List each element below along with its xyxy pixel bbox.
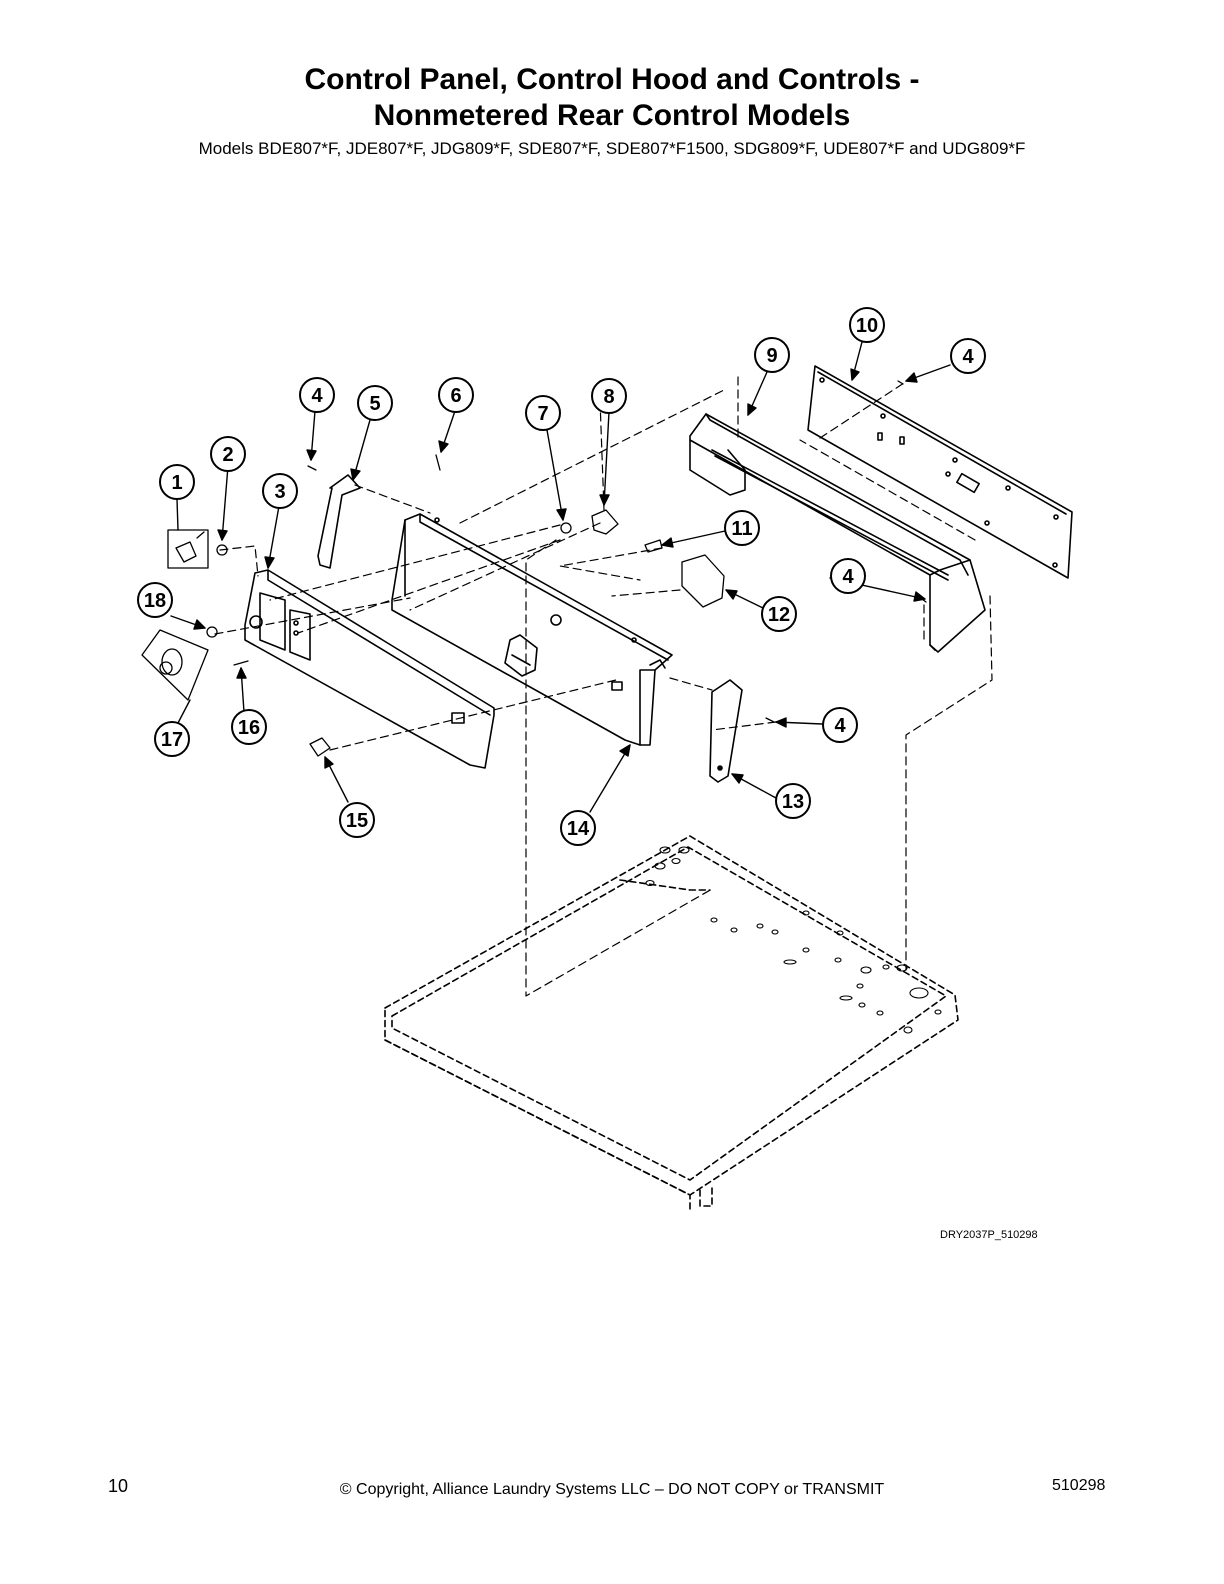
svg-text:15: 15 [346, 810, 368, 832]
svg-text:16: 16 [238, 717, 260, 739]
callout-leaders [170, 341, 951, 813]
svg-text:7: 7 [537, 403, 548, 425]
svg-text:17: 17 [161, 729, 183, 751]
part-3-front-panel [244, 569, 495, 769]
callout-8: 8 [591, 378, 627, 414]
callout-15: 15 [339, 802, 375, 838]
callout-4-upper-right: 4 [950, 338, 986, 374]
callout-5: 5 [357, 385, 393, 421]
svg-text:11: 11 [731, 518, 752, 540]
svg-text:9: 9 [766, 345, 777, 367]
explode-lines [214, 376, 993, 997]
part-14-control-panel-body [391, 513, 673, 746]
callout-16: 16 [231, 709, 267, 745]
svg-text:4: 4 [842, 566, 854, 588]
svg-text:8: 8 [603, 386, 614, 408]
svg-text:12: 12 [768, 604, 790, 626]
svg-text:13: 13 [782, 791, 804, 813]
part-9-control-hood [689, 413, 986, 653]
callout-12: 12 [761, 596, 797, 632]
svg-text:14: 14 [567, 818, 590, 840]
top-panel-holes [645, 846, 942, 1034]
callout-18: 18 [137, 582, 173, 618]
callout-4: 4 [299, 377, 335, 413]
callout-10: 10 [849, 307, 885, 343]
models-subtitle: Models BDE807*F, JDE807*F, JDG809*F, SDE… [198, 139, 1026, 158]
callout-3: 3 [262, 473, 298, 509]
svg-text:2: 2 [222, 444, 233, 466]
svg-text:1: 1 [171, 472, 182, 494]
svg-text:18: 18 [144, 590, 166, 612]
callout-13: 13 [775, 783, 811, 819]
svg-text:4: 4 [962, 346, 974, 368]
part-13-right-bracket [709, 679, 743, 783]
callout-7: 7 [525, 395, 561, 431]
callout-14: 14 [560, 810, 596, 846]
callout-11: 11 [724, 510, 760, 546]
svg-text:6: 6 [450, 385, 461, 407]
page-title-line-1: Control Panel, Control Hood and Controls… [304, 63, 920, 96]
page-title-line-2: Nonmetered Rear Control Models [373, 99, 851, 132]
callout-2: 2 [210, 436, 246, 472]
svg-text:4: 4 [311, 385, 323, 407]
document-number: 510298 [1052, 1477, 1106, 1494]
svg-text:3: 3 [274, 481, 285, 503]
svg-text:4: 4 [834, 715, 846, 737]
part-5-left-bracket [317, 474, 361, 569]
callout-4-lower-right: 4 [822, 707, 858, 743]
callout-9: 9 [754, 337, 790, 373]
part-10-rear-panel [807, 365, 1073, 579]
page-number: 10 [108, 1476, 129, 1496]
svg-text:5: 5 [369, 393, 380, 415]
callout-6: 6 [438, 377, 474, 413]
svg-text:10: 10 [856, 315, 878, 337]
dryer-top-outline [384, 835, 959, 1211]
copyright-notice: © Copyright, Alliance Laundry Systems LL… [339, 1481, 885, 1498]
callout-17: 17 [154, 721, 190, 757]
callout-1: 1 [159, 464, 195, 500]
callout-4-right: 4 [830, 558, 866, 594]
drawing-code: DRY2037P_510298 [940, 1229, 1038, 1241]
